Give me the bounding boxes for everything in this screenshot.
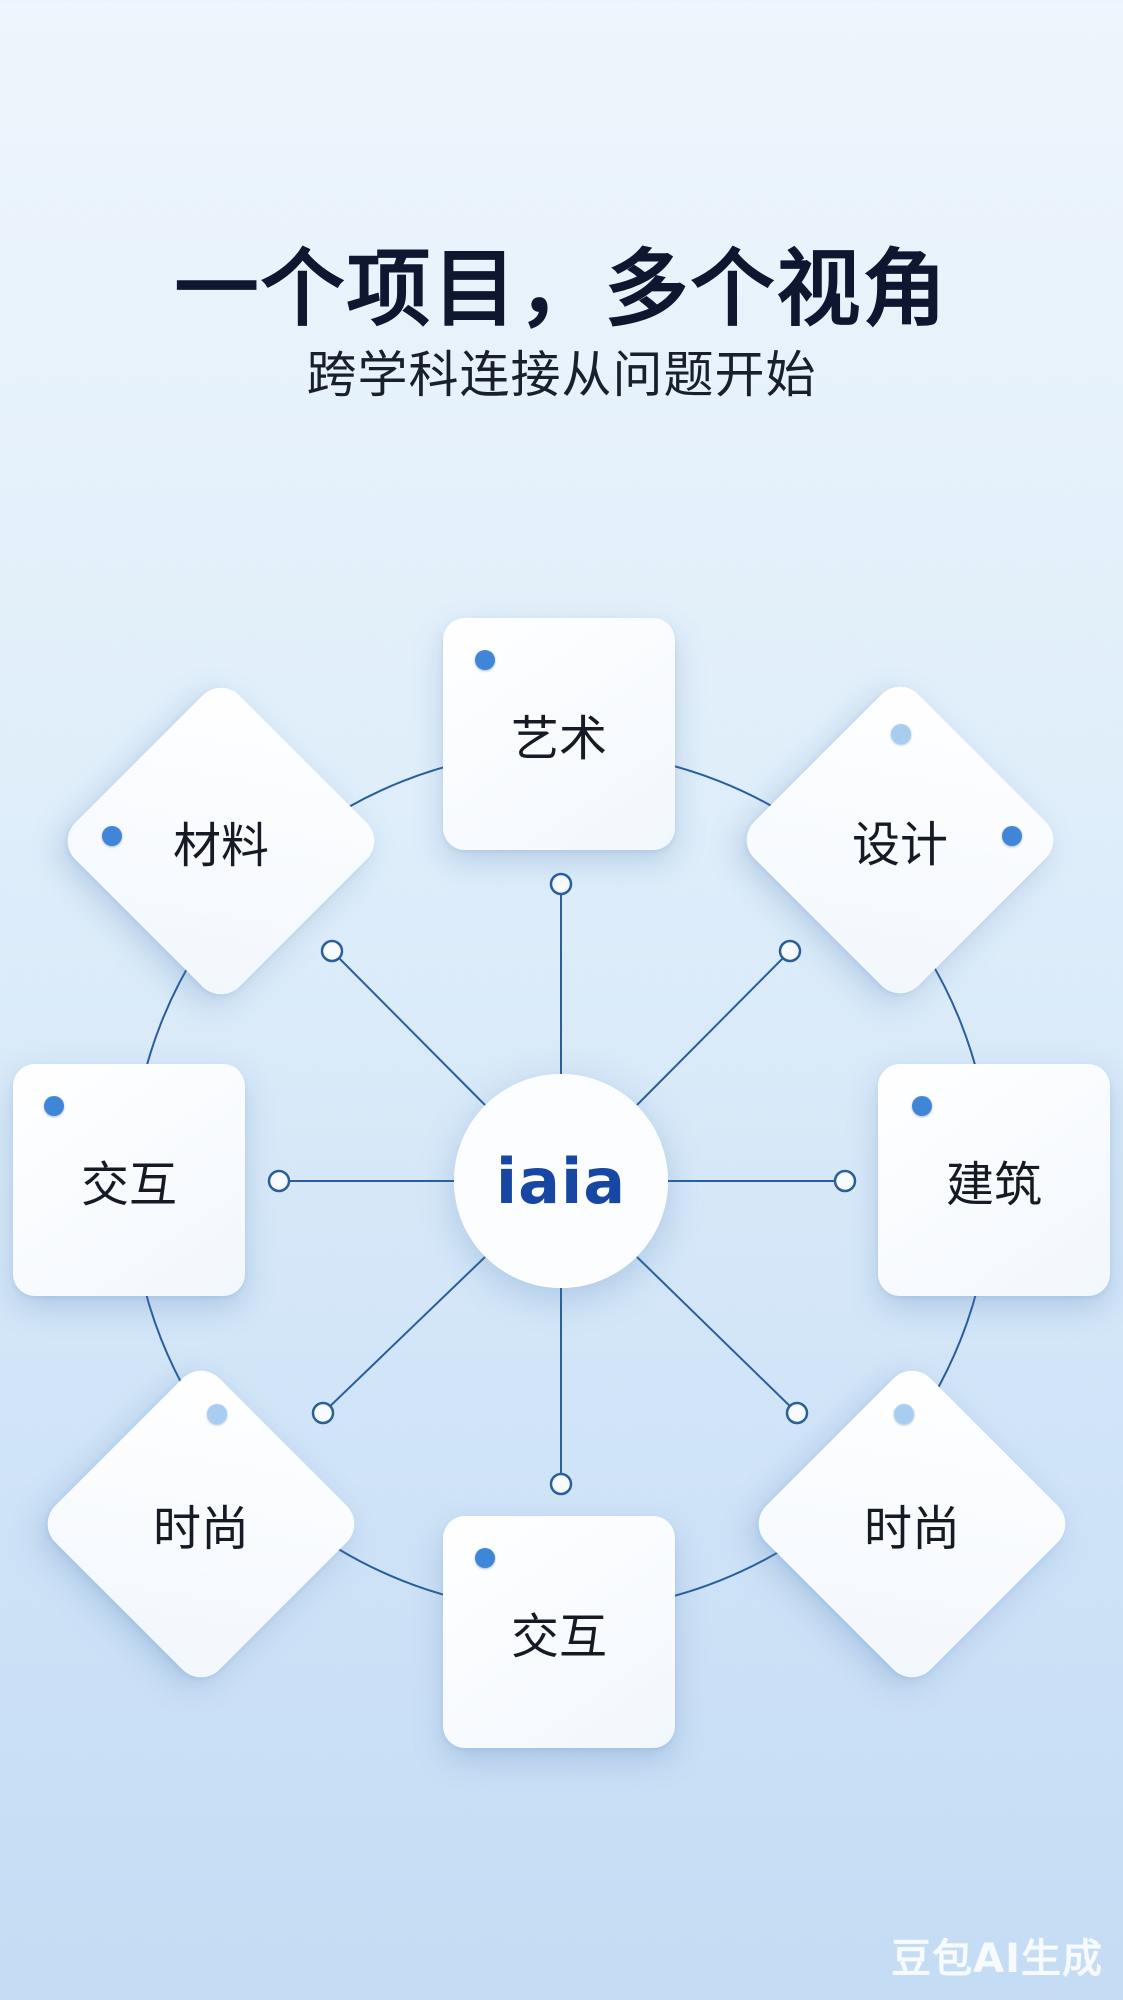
connector-line-bottom-left	[322, 1256, 486, 1414]
node-label: 材料	[172, 818, 269, 874]
connector-node-top-right	[778, 939, 802, 963]
connector-node-top-left	[320, 939, 344, 963]
node-dot	[894, 1404, 914, 1424]
node-dot	[207, 1404, 227, 1424]
connector-node-bottom-left	[311, 1401, 335, 1425]
connector-node-left	[267, 1169, 291, 1193]
node-dot	[102, 826, 122, 846]
node-label: 艺术	[510, 711, 607, 767]
hub-label: iaia	[495, 1144, 627, 1218]
connector-line-top-right	[636, 950, 791, 1106]
connector-line-bottom-right	[636, 1256, 798, 1414]
node-card-architecture: 建筑	[878, 1064, 1110, 1296]
node-label: 交互	[80, 1157, 177, 1213]
page-title: 一个项目，多个视角	[174, 240, 949, 338]
node-label: 设计	[851, 817, 948, 873]
watermark: 豆包AI生成	[891, 1936, 1103, 1982]
hub-circle: iaia	[454, 1074, 668, 1288]
node-label: 交互	[510, 1609, 607, 1665]
node-dot	[912, 1096, 932, 1116]
node-dot	[475, 1548, 495, 1568]
connector-line-top-left	[331, 950, 486, 1106]
connector-node-right	[833, 1169, 857, 1193]
node-dot	[44, 1096, 64, 1116]
connector-node-bottom	[549, 1472, 573, 1496]
node-label: 时尚	[863, 1501, 960, 1557]
node-label: 建筑	[945, 1157, 1042, 1213]
node-dot	[1002, 826, 1022, 846]
node-card-fashion-left: 时尚	[36, 1359, 366, 1689]
node-label: 时尚	[152, 1501, 249, 1557]
page-subtitle: 跨学科连接从问题开始	[306, 346, 817, 404]
connector-node-bottom-right	[785, 1401, 809, 1425]
node-dot	[475, 650, 495, 670]
connector-node-top	[549, 872, 573, 896]
node-dot	[891, 724, 911, 744]
